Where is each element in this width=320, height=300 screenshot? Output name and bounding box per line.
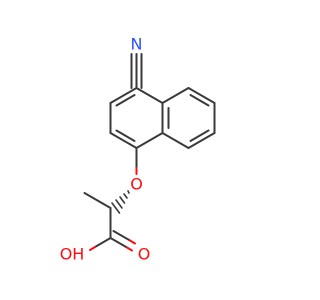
chiral-center-bonds	[83, 190, 130, 239]
carbonyl-oxygen-label: O	[138, 245, 151, 264]
ring-a-bonds	[109, 87, 164, 149]
molecule-structure-diagram: N O O OH	[60, 35, 216, 264]
hydroxyl-label: OH	[60, 245, 85, 264]
nitrile-bond	[130, 53, 143, 89]
nitrile-nitrogen-label: N	[131, 35, 143, 54]
ether-oxygen-label: O	[130, 175, 143, 194]
ring-b-bonds	[161, 87, 216, 149]
carboxyl-bonds	[89, 230, 136, 252]
